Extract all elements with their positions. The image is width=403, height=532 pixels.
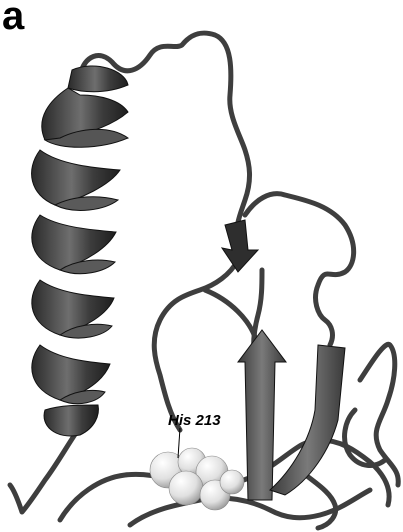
alpha-helix bbox=[32, 66, 128, 436]
beta-strand-arrow bbox=[238, 330, 286, 500]
beta-strand-upper bbox=[222, 220, 258, 272]
residue-label: His 213 bbox=[168, 412, 221, 429]
label-leader-line bbox=[178, 428, 180, 458]
beta-strand-right bbox=[270, 345, 345, 495]
